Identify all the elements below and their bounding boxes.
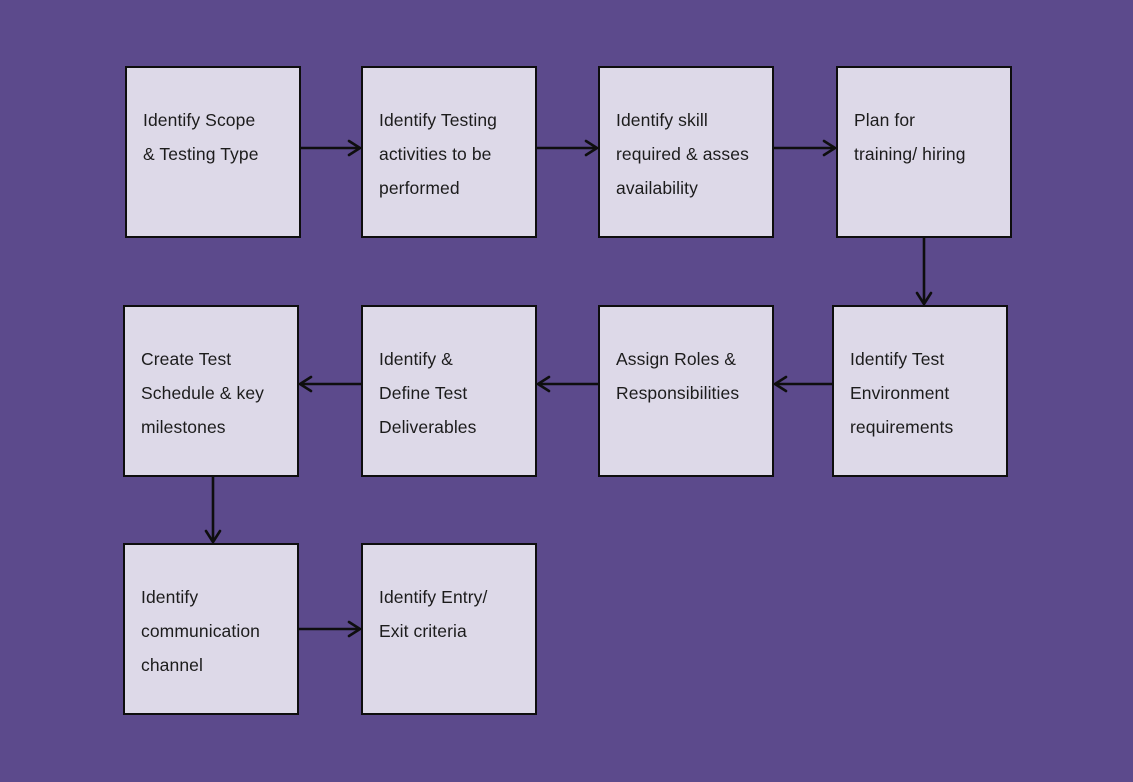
arrow-roles-to-deliverables	[536, 375, 598, 393]
flow-node-test-deliverables: Identify & Define Test Deliverables	[361, 305, 537, 477]
flow-node-testing-activities: Identify Testing activities to be perfor…	[361, 66, 537, 238]
flow-node-test-schedule: Create Test Schedule & key milestones	[123, 305, 299, 477]
arrow-activities-to-skill	[537, 139, 599, 157]
arrow-schedule-to-communication	[204, 477, 222, 544]
arrow-communication-to-criteria	[298, 620, 362, 638]
arrow-skill-to-training	[774, 139, 837, 157]
flow-node-identify-skill: Identify skill required & asses availabi…	[598, 66, 774, 238]
flow-node-identify-scope: Identify Scope & Testing Type	[125, 66, 301, 238]
arrow-scope-to-activities	[301, 139, 362, 157]
flow-node-test-environment: Identify Test Environment requirements	[832, 305, 1008, 477]
arrow-training-to-environment	[915, 238, 933, 306]
flow-node-assign-roles: Assign Roles & Responsibilities	[598, 305, 774, 477]
arrow-deliverables-to-schedule	[298, 375, 361, 393]
arrow-environment-to-roles	[773, 375, 832, 393]
flow-node-communication-channel: Identify communication channel	[123, 543, 299, 715]
flow-node-entry-exit-criteria: Identify Entry/ Exit criteria	[361, 543, 537, 715]
flow-node-plan-training: Plan for training/ hiring	[836, 66, 1012, 238]
